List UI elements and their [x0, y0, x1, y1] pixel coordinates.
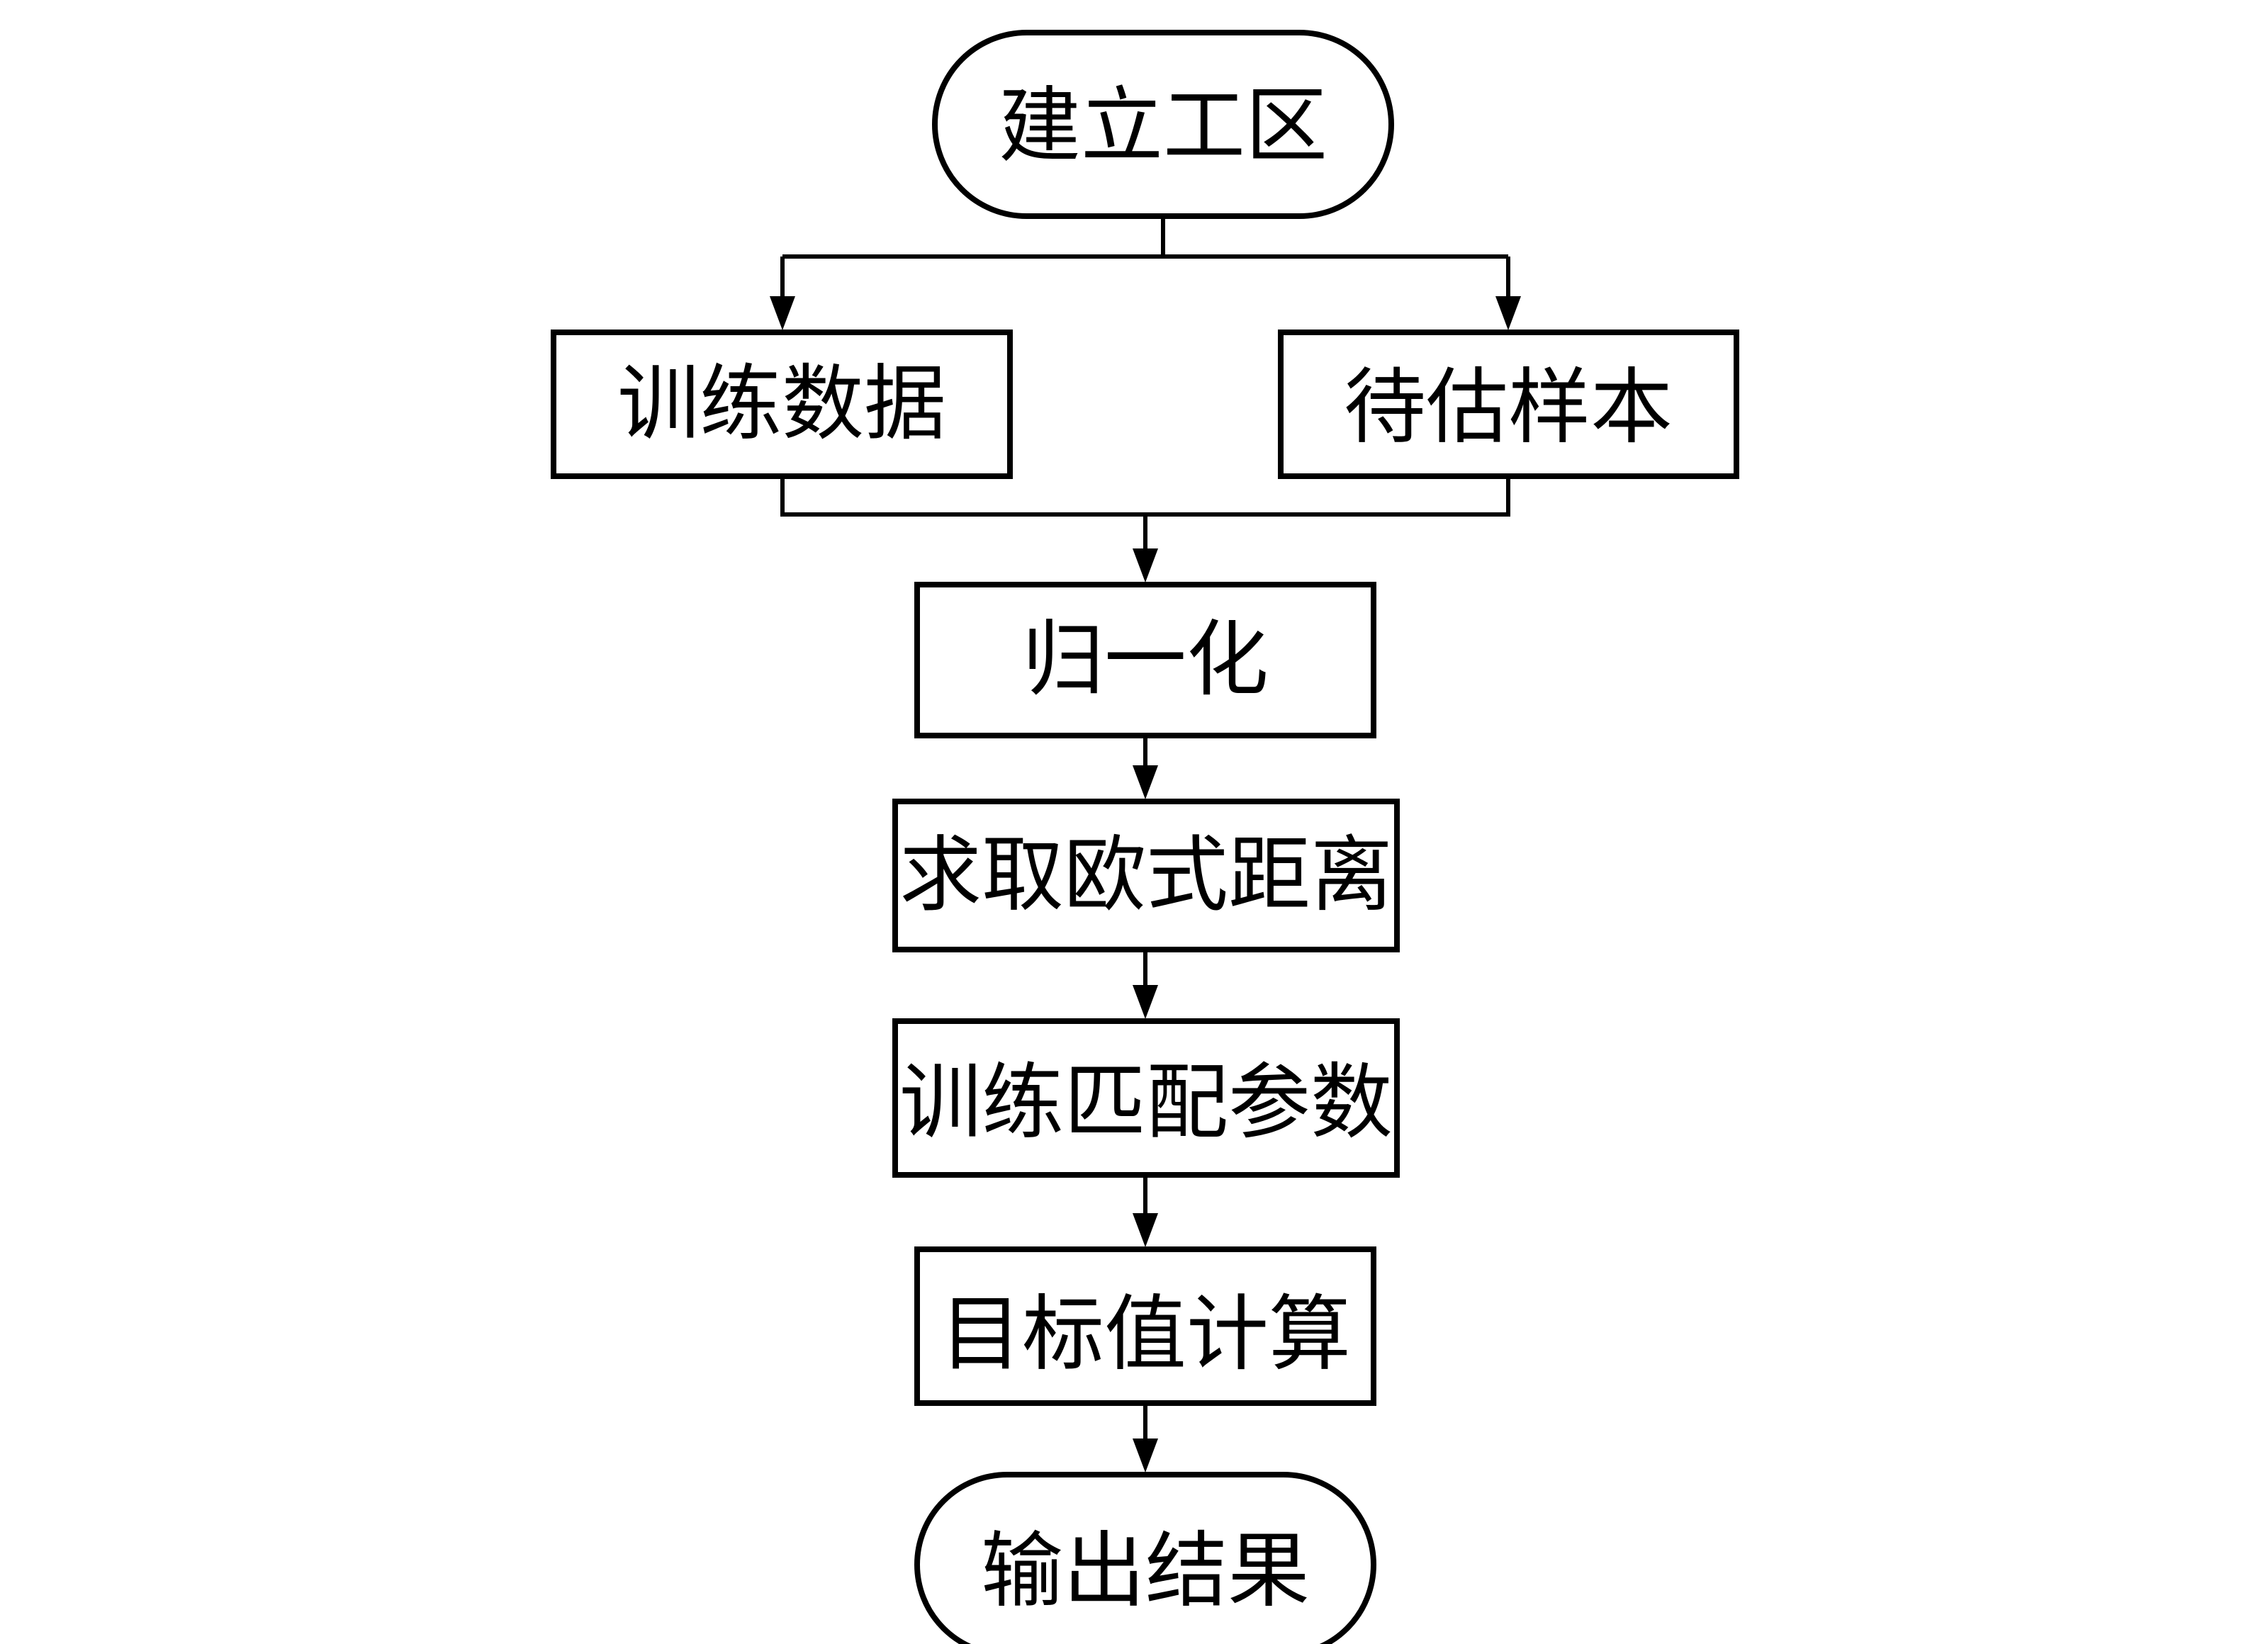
arrowhead-training-data [770, 296, 795, 330]
node-match-params-label: 训练匹配参数 [899, 1055, 1393, 1151]
arrowhead-euclid [1133, 765, 1158, 799]
node-normalize-shape [914, 582, 1376, 738]
node-output-label: 输出结果 [981, 1524, 1310, 1619]
node-target-calc-shape [914, 1246, 1376, 1406]
node-samples-label: 待估样本 [1344, 360, 1673, 456]
node-samples: 待估样本 [1278, 330, 1739, 479]
node-samples-shape [1278, 330, 1739, 479]
node-start: 建立工区 [932, 30, 1394, 219]
arrowhead-match [1133, 985, 1158, 1019]
edge-merge [780, 476, 1510, 556]
node-training-data-label: 训练数据 [617, 356, 946, 452]
edges [770, 216, 1521, 1473]
node-match-params-shape [892, 1018, 1400, 1178]
node-target-calc: 目标值计算 [914, 1246, 1376, 1406]
node-normalize: 归一化 [914, 582, 1376, 738]
arrowhead-normalize [1133, 548, 1158, 582]
node-euclid-label: 求取欧式距离 [899, 828, 1393, 923]
node-training-data-shape [551, 330, 1013, 479]
node-normalize-label: 归一化 [1022, 612, 1269, 708]
node-target-calc-label: 目标值计算 [940, 1287, 1351, 1383]
node-output: 输出结果 [914, 1472, 1376, 1644]
node-start-shape [932, 30, 1394, 219]
arrowhead-output [1133, 1438, 1158, 1473]
node-output-shape [914, 1472, 1376, 1644]
arrowhead-target [1133, 1213, 1158, 1247]
node-euclid: 求取欧式距离 [892, 799, 1400, 952]
node-match-params: 训练匹配参数 [892, 1018, 1400, 1178]
arrowhead-samples [1495, 296, 1521, 330]
node-euclid-shape [892, 799, 1400, 952]
node-start-label: 建立工区 [999, 79, 1327, 174]
edge-start-split [782, 216, 1508, 259]
node-training-data: 训练数据 [551, 330, 1013, 479]
